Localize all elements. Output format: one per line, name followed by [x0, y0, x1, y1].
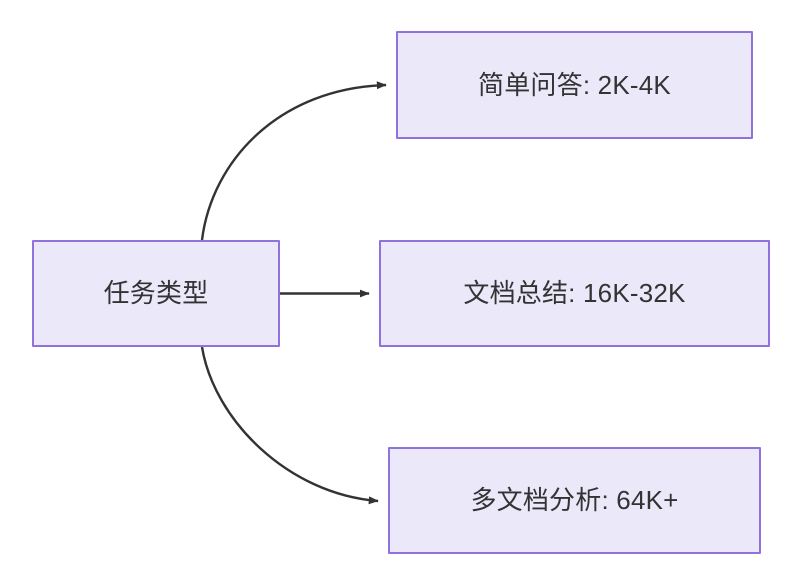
node-doc-summary-label: 文档总结: 16K-32K [463, 278, 686, 309]
node-doc-summary[interactable]: 文档总结: 16K-32K [379, 240, 770, 347]
edge-root-to-multidoc-analysis [200, 346, 379, 505]
node-task-type[interactable]: 任务类型 [32, 240, 280, 347]
edge-root-to-simple-qa [200, 81, 387, 241]
node-multidoc-analysis-label: 多文档分析: 64K+ [470, 485, 679, 516]
node-multidoc-analysis[interactable]: 多文档分析: 64K+ [388, 447, 761, 554]
node-simple-qa[interactable]: 简单问答: 2K-4K [396, 31, 753, 139]
node-simple-qa-label: 简单问答: 2K-4K [478, 69, 671, 100]
node-task-type-label: 任务类型 [103, 278, 209, 309]
